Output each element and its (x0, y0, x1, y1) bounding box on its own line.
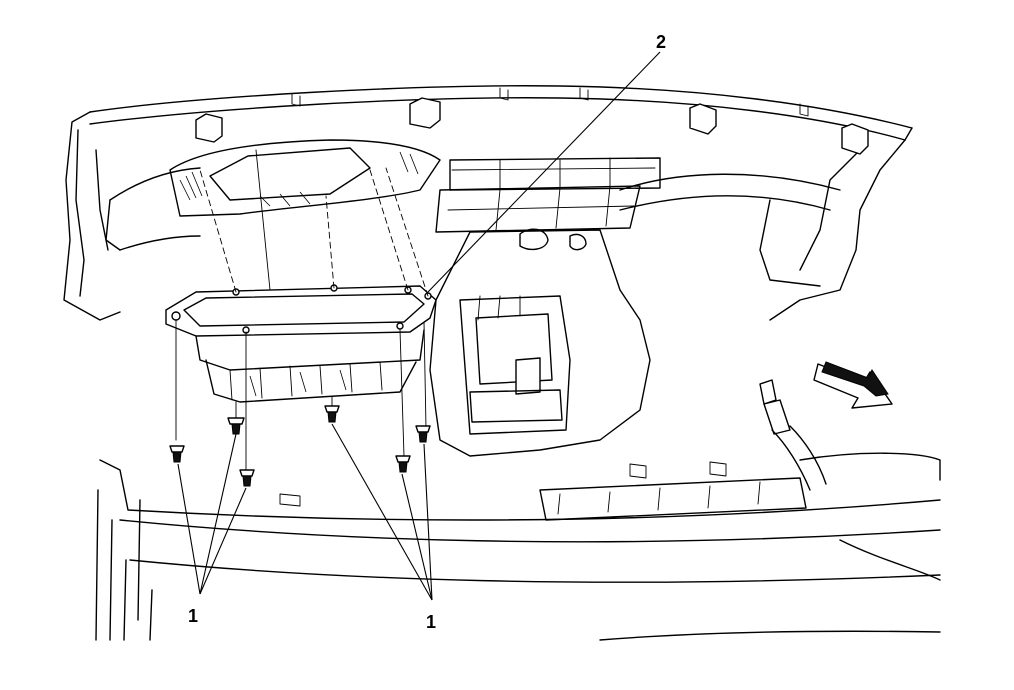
fastener-icon (239, 469, 255, 487)
steering-column (759, 379, 827, 491)
instrument-panel-carrier (63, 85, 913, 457)
callout-label-duct-assembly: 2 (656, 32, 666, 52)
fastener-icon (324, 405, 340, 423)
front-of-vehicle-arrow-icon (813, 361, 893, 409)
callout-leaders (177, 51, 661, 601)
hvac-module (429, 228, 651, 457)
fastener-icon (227, 417, 245, 435)
fastener-icon (415, 425, 431, 443)
fastener-icon (395, 455, 411, 473)
push-pin-fasteners (169, 405, 431, 487)
lower-cowl (95, 452, 941, 641)
callout-label-fasteners-right: 1 (426, 612, 436, 632)
mounting-bosses (195, 87, 869, 155)
center-vent-block (435, 157, 661, 233)
callout-label-fasteners-left: 1 (188, 606, 198, 626)
defroster-opening (169, 139, 441, 217)
alignment-lines (175, 149, 429, 471)
duct-tray-assembly (165, 284, 437, 403)
fastener-icon (169, 445, 185, 463)
